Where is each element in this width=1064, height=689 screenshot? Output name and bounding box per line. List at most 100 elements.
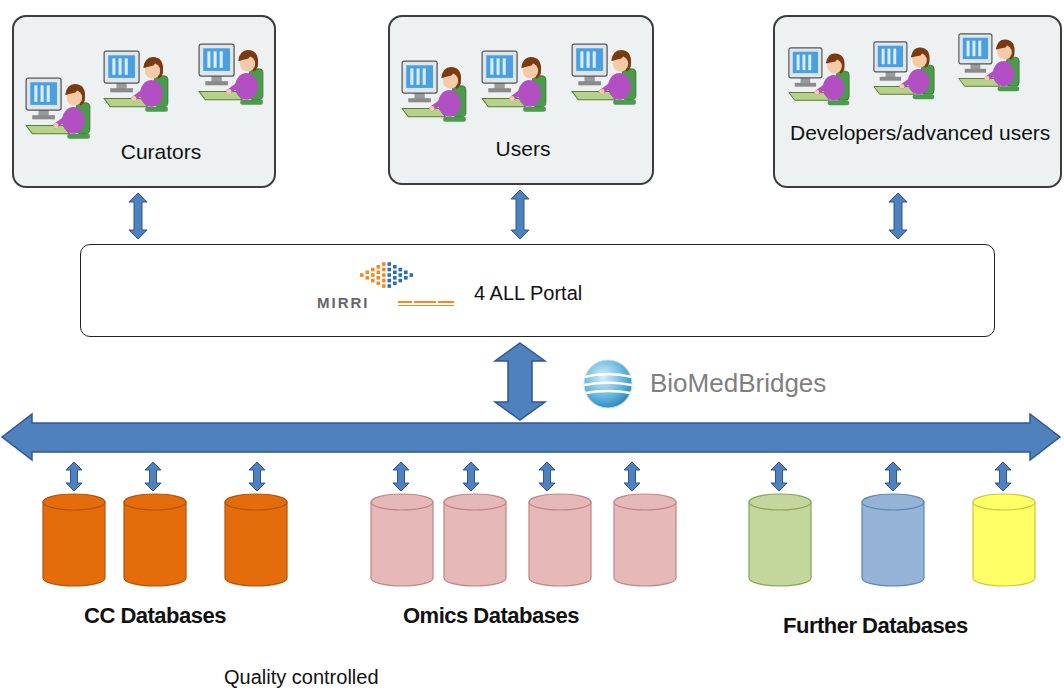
portal-title: 4 ALL Portal <box>474 278 774 308</box>
mirri-logo-mark <box>360 262 413 288</box>
curator-icon <box>104 51 168 112</box>
portal-bus-arrow <box>495 343 545 420</box>
database-cylinders <box>43 494 1035 586</box>
mirri-logo-subtext <box>398 301 454 306</box>
biomedbridges-logo <box>580 360 636 408</box>
logo-dot <box>393 265 397 269</box>
logo-dot <box>404 271 408 275</box>
developer-icon <box>789 48 849 105</box>
curator-icon <box>26 78 90 139</box>
curator-icon <box>199 44 263 105</box>
logo-dot <box>399 273 403 277</box>
database-cylinder <box>371 494 433 586</box>
logo-dot <box>382 262 386 266</box>
logo-text: BioMedBridges <box>650 368 826 399</box>
logo-dot <box>377 265 381 269</box>
user-group-box: Developers/advanced users <box>773 15 1062 188</box>
cylinder-top <box>124 494 186 510</box>
cylinder-top <box>225 494 287 510</box>
database-cylinder <box>225 494 287 586</box>
logo-dot <box>399 268 403 272</box>
database-link-arrow <box>66 462 82 491</box>
logo-dot <box>399 279 403 283</box>
logo-dot <box>404 276 408 280</box>
cylinder-body <box>225 502 287 586</box>
logo-dot <box>388 273 392 277</box>
database-link-arrow <box>771 462 787 491</box>
logo-dot <box>382 273 386 277</box>
database-link-arrows <box>66 462 1011 491</box>
database-link-arrow <box>995 462 1011 491</box>
cylinder-top <box>749 494 811 510</box>
database-cylinder <box>43 494 105 586</box>
database-group-label: CC Databases <box>84 603 226 629</box>
group-title: Curators <box>61 136 261 168</box>
cylinder-top <box>444 494 506 510</box>
database-cylinder <box>614 494 676 586</box>
cylinder-body <box>749 502 811 586</box>
logo-text: MIRRI <box>317 294 370 312</box>
connectors <box>129 190 907 239</box>
logo-dot <box>393 271 397 275</box>
database-link-arrow <box>145 462 161 491</box>
logo-dot <box>393 276 397 280</box>
logo-dot <box>371 273 375 277</box>
user-icon <box>482 51 546 112</box>
logo-dot <box>382 268 386 272</box>
database-link-arrow <box>624 462 640 491</box>
database-link-arrow <box>249 462 265 491</box>
database-link-arrow <box>885 462 901 491</box>
developer-icon <box>959 34 1019 91</box>
data-bus-arrow <box>2 414 1060 460</box>
logo-dot <box>393 282 397 286</box>
logo-dot <box>377 282 381 286</box>
cylinder-body <box>124 502 186 586</box>
cylinder-top <box>371 494 433 510</box>
double-arrow-connector <box>129 193 147 239</box>
database-cylinder <box>529 494 591 586</box>
cylinder-top <box>529 494 591 510</box>
double-arrow-connector <box>889 193 907 239</box>
note-label: Quality controlled <box>224 665 379 689</box>
portal-box: 4 ALL Portal <box>80 244 995 337</box>
database-link-arrow <box>463 462 479 491</box>
logo-dot <box>388 268 392 272</box>
logo-dot <box>366 276 370 280</box>
database-cylinder <box>444 494 506 586</box>
cylinder-top <box>43 494 105 510</box>
cylinder-body <box>862 502 924 586</box>
cylinder-body <box>973 502 1035 586</box>
logo-dot <box>388 284 392 288</box>
cylinder-body <box>614 502 676 586</box>
group-title: Users <box>423 133 623 165</box>
logo-dot <box>388 262 392 266</box>
cylinder-body <box>43 502 105 586</box>
database-link-arrow <box>393 462 409 491</box>
logo-dot <box>388 279 392 283</box>
logo-dot <box>382 284 386 288</box>
logo-dot <box>382 279 386 283</box>
logo-dot <box>360 273 364 277</box>
cylinder-top <box>973 494 1035 510</box>
database-group-label: Further Databases <box>783 613 968 639</box>
database-link-arrow <box>539 462 555 491</box>
logo-dot <box>371 268 375 272</box>
user-icon <box>402 61 466 122</box>
logo-dot <box>371 279 375 283</box>
developer-icon <box>874 42 934 99</box>
database-group-label: Omics Databases <box>403 603 579 629</box>
cylinder-top <box>862 494 924 510</box>
user-icon <box>572 44 636 105</box>
logo-dot <box>377 271 381 275</box>
group-title: Developers/advanced users <box>790 117 1056 149</box>
double-arrow-connector <box>511 190 529 239</box>
database-cylinder <box>749 494 811 586</box>
database-cylinder <box>862 494 924 586</box>
logo-dot <box>366 271 370 275</box>
database-cylinder <box>973 494 1035 586</box>
logo-stripes <box>580 374 636 394</box>
logo-dot <box>377 276 381 280</box>
logo-dot <box>410 273 414 277</box>
